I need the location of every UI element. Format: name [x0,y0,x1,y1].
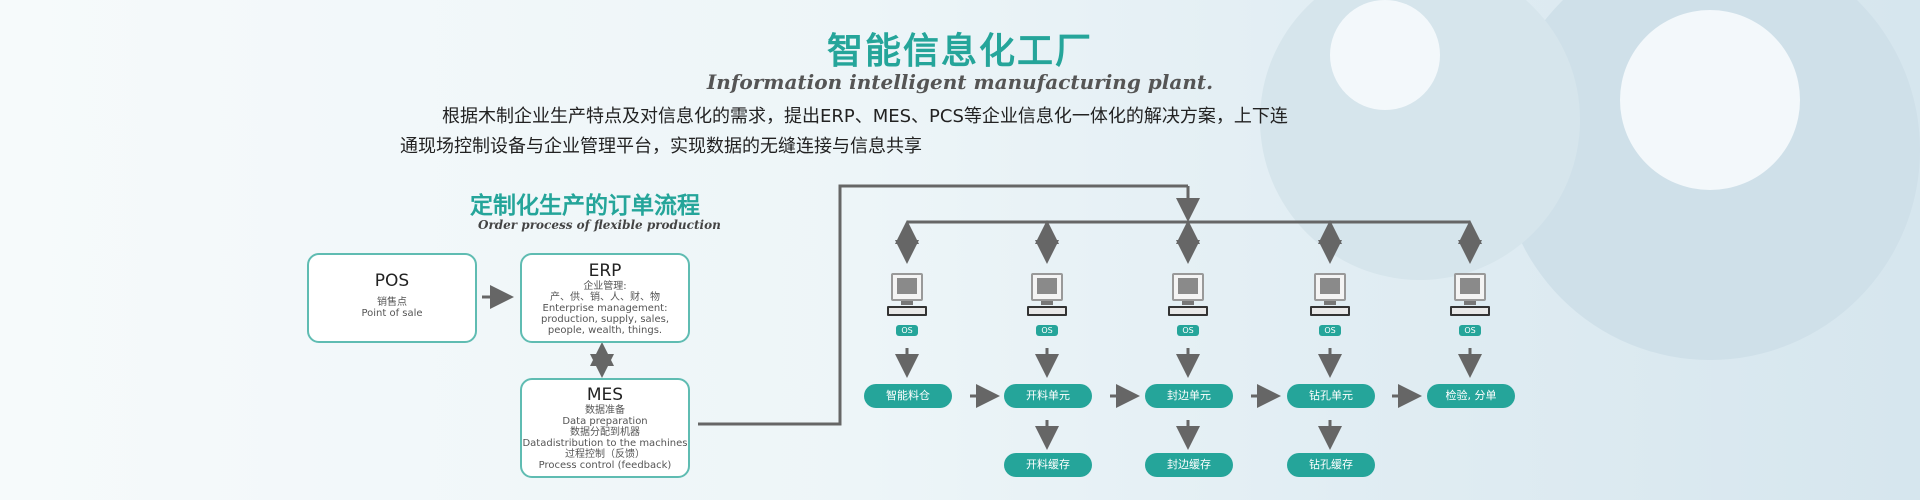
os-badge: OS [1319,325,1341,336]
os-badge: OS [1036,325,1058,336]
section-title: 定制化生产的订单流程 [470,193,700,219]
mes-line: 数据分配到机器 [570,427,640,438]
erp-line: production, supply, sales, [540,314,669,325]
pos-line: 销售点 [377,297,407,308]
computer-icon [1310,273,1350,321]
pos-line: Point of sale [361,308,423,319]
buffer-pill: 开料缓存 [1004,453,1092,477]
mes-line: 过程控制（反馈） [565,449,645,460]
mes-line: Data preparation [562,416,648,427]
erp-line: Enterprise management: [542,303,668,314]
erp-box: ERP 企业管理: 产、供、销、人、财、物 Enterprise managem… [520,253,690,343]
gear-decoration-hole [1620,10,1800,190]
computer-icon [1450,273,1490,321]
computer-icon [887,273,927,321]
station-pill: 开料单元 [1004,384,1092,408]
station-pill: 智能料仓 [864,384,952,408]
computer-icon [1027,273,1067,321]
mes-box: MES 数据准备 Data preparation 数据分配到机器 Datadi… [520,378,690,478]
station-pill: 检验, 分单 [1427,384,1515,408]
mes-line: Datadistribution to the machines [522,438,688,449]
erp-line: 企业管理: [583,281,627,292]
erp-title: ERP [588,261,622,281]
section-subtitle: Order process of flexible production [478,218,721,232]
station-pill: 封边单元 [1145,384,1233,408]
gear-decoration-small-hole [1330,0,1440,110]
mes-line: Process control (feedback) [538,460,672,471]
computer-icon [1168,273,1208,321]
mes-title: MES [586,385,624,405]
os-badge: OS [896,325,918,336]
os-badge: OS [1459,325,1481,336]
page-title: 智能信息化工厂 [826,31,1093,72]
os-badge: OS [1177,325,1199,336]
mes-line: 数据准备 [585,405,625,416]
erp-line: people, wealth, things. [547,325,663,336]
buffer-pill: 封边缓存 [1145,453,1233,477]
page-subtitle: Information intelligent manufacturing pl… [706,70,1214,94]
pos-title: POS [374,271,410,291]
erp-line: 产、供、销、人、财、物 [550,292,660,303]
pos-box: POS 销售点 Point of sale [307,253,477,343]
page-description: 根据木制企业生产特点及对信息化的需求，提出ERP、MES、PCS等企业信息化一体… [400,106,1288,157]
buffer-pill: 钻孔缓存 [1287,453,1375,477]
station-pill: 钻孔单元 [1287,384,1375,408]
